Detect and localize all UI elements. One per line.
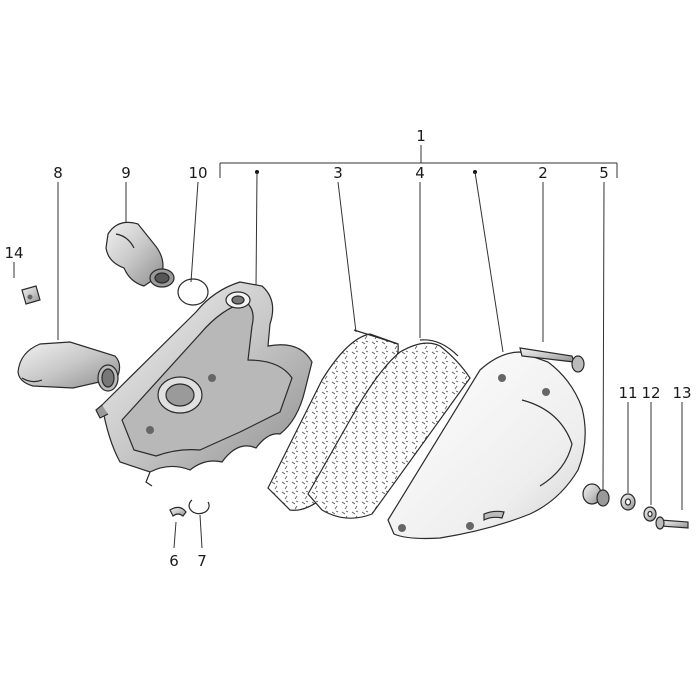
callout-14: 14 <box>4 244 23 262</box>
air-box-housing-part <box>95 281 313 487</box>
callout-10: 10 <box>188 164 207 182</box>
callout-6: 6 <box>169 552 179 570</box>
callout-1: 1 <box>416 127 426 145</box>
callout-13: 13 <box>672 384 691 402</box>
callout-labels: 1 2 3 4 5 6 7 8 9 10 11 12 13 14 <box>4 127 691 570</box>
callout-12: 12 <box>641 384 660 402</box>
air-box-cover-part <box>387 351 586 540</box>
callout-3: 3 <box>333 164 343 182</box>
washer-part-12 <box>643 506 657 522</box>
callout-4: 4 <box>415 164 425 182</box>
leader-lines <box>13 171 683 549</box>
assembly-bracket <box>219 145 618 178</box>
spring-ring-part <box>188 499 210 515</box>
short-screw-part <box>655 516 689 530</box>
filter-element-part <box>307 339 471 519</box>
long-screw-part <box>519 347 585 373</box>
callout-2: 2 <box>538 164 548 182</box>
callout-9: 9 <box>121 164 131 182</box>
callout-11: 11 <box>618 384 637 402</box>
callout-8: 8 <box>53 164 63 182</box>
elbow-hose-part <box>105 221 175 288</box>
o-ring-part <box>177 278 209 306</box>
grommet-part <box>582 483 610 507</box>
intake-duct-part <box>17 341 121 392</box>
washer-part-11 <box>620 493 636 511</box>
callout-7: 7 <box>197 552 207 570</box>
half-clip-part <box>169 506 187 517</box>
callout-5: 5 <box>599 164 609 182</box>
clip-nut-part <box>21 285 41 305</box>
